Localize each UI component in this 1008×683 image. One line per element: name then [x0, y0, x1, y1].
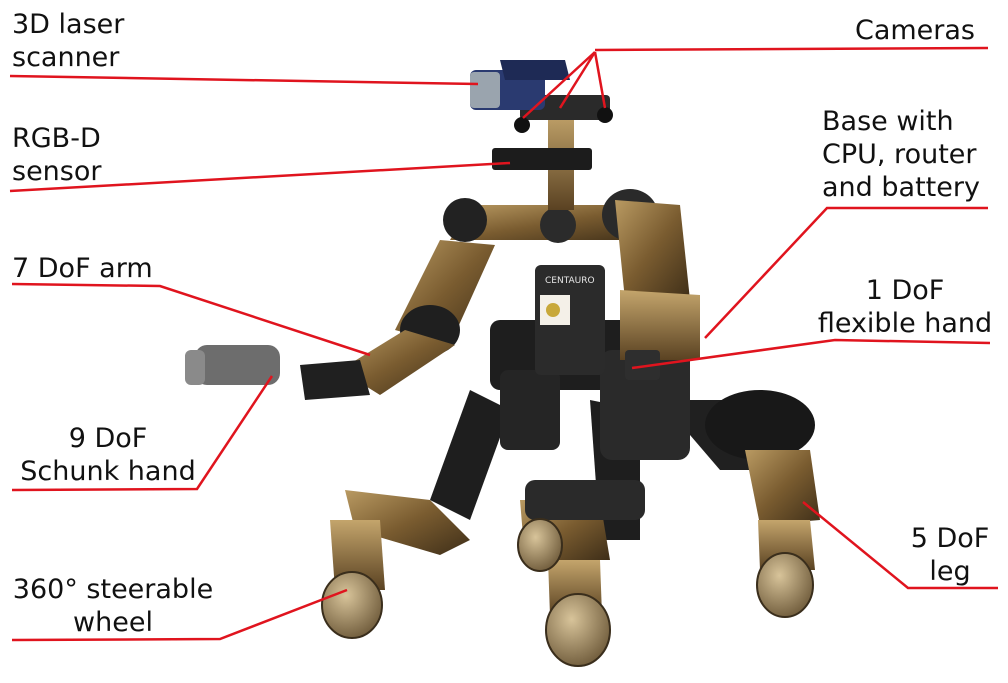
- leader-leg: [802, 501, 998, 590]
- label-schunk-hand: 9 DoF Schunk hand: [20, 423, 196, 487]
- leader-flexible-hand: [631, 338, 991, 370]
- leader-cameras-1: [522, 51, 596, 119]
- schunk-hand: [195, 345, 280, 385]
- center-wheel: [545, 593, 611, 667]
- label-cameras: Cameras: [854, 15, 975, 46]
- rear-wheel: [517, 518, 563, 572]
- leader-cameras-2: [558, 51, 597, 109]
- left-arm-forearm: [340, 330, 455, 395]
- leader-laser-scanner: [9, 74, 479, 86]
- left-leg-upper: [345, 490, 470, 555]
- left-wheel: [321, 571, 383, 639]
- right-arm-lower: [620, 290, 700, 360]
- label-flexible-hand: 1 DoF flexible hand: [817, 275, 993, 339]
- leader-lines: [9, 46, 998, 642]
- leader-schunk-hand: [11, 375, 274, 492]
- label-steerable-wheel: 360° steerable wheel: [12, 574, 214, 638]
- label-rgbd-sensor: RGB-D sensor: [12, 123, 102, 187]
- label-base: Base with CPU, router and battery: [822, 106, 980, 203]
- right-leg-upper: [745, 450, 820, 525]
- leader-cameras-horizontal: [594, 46, 989, 52]
- leader-arm: [11, 282, 371, 357]
- right-arm-upper: [615, 200, 690, 300]
- leader-rgbd-sensor: [9, 161, 511, 193]
- leader-wheel: [11, 588, 348, 642]
- rgbd-sensor-box: [492, 148, 592, 170]
- right-wheel: [756, 552, 814, 618]
- label-3d-laser-scanner: 3D laser scanner: [12, 9, 125, 73]
- rear-left-leg: [430, 390, 510, 520]
- label-7-dof-arm: 7 DoF arm: [12, 253, 153, 284]
- svg-text:CENTAURO: CENTAURO: [545, 276, 595, 286]
- leader-base: [704, 206, 988, 339]
- robot-body: CENTAURO: [185, 60, 820, 667]
- leader-cameras-3: [593, 51, 607, 109]
- label-5-dof-leg: 5 DoF leg: [910, 523, 990, 587]
